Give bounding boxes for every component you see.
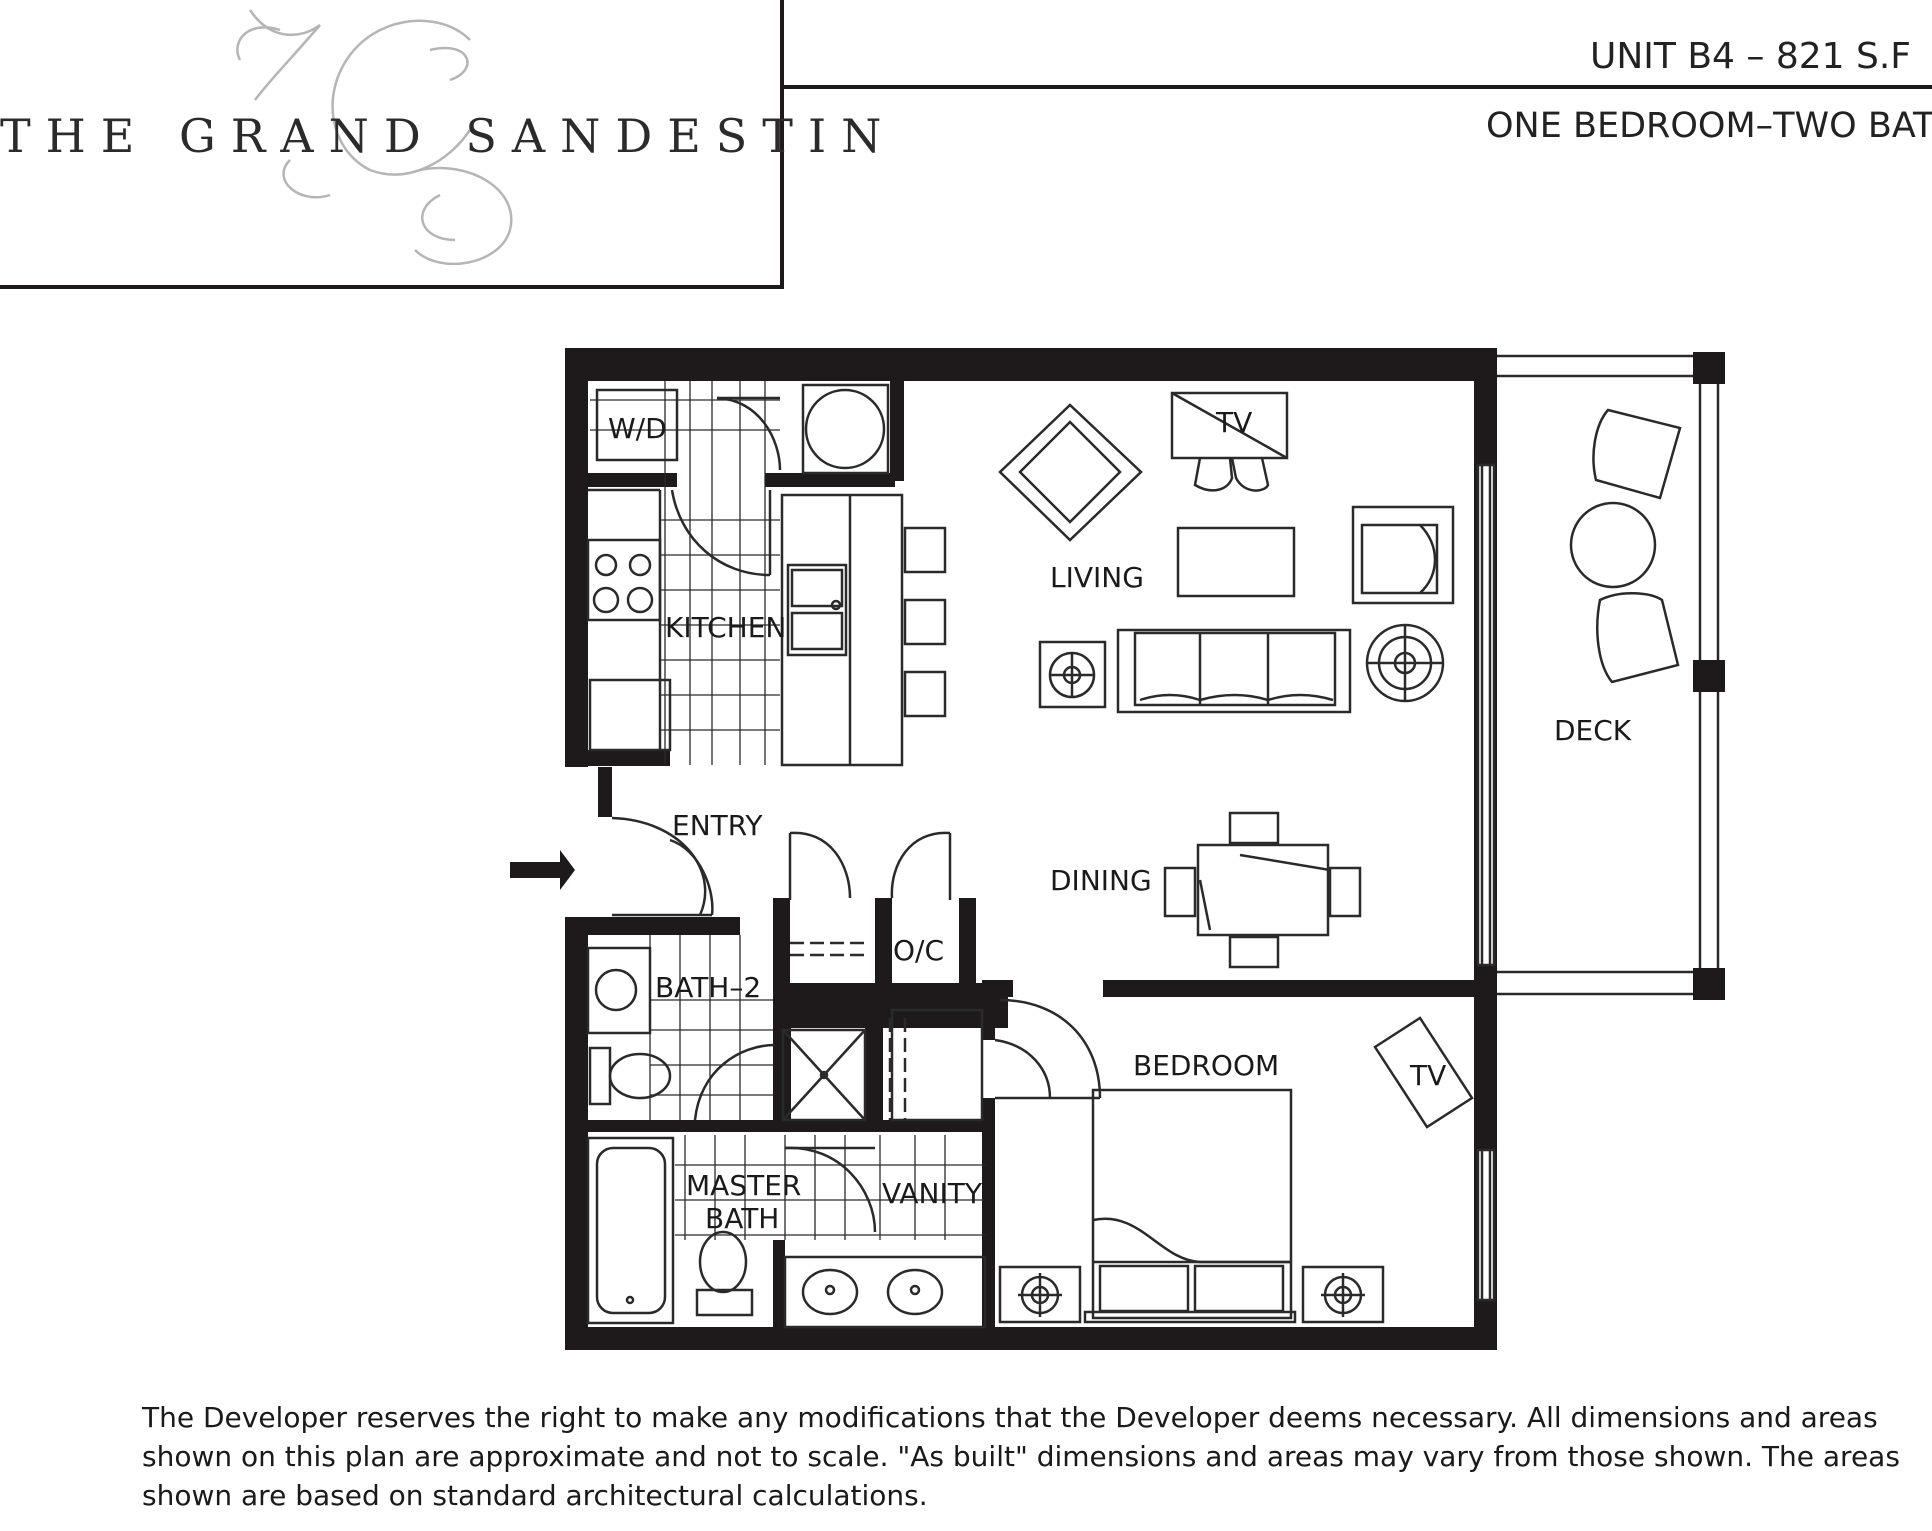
brand-name: THE GRAND SANDESTIN: [0, 109, 896, 163]
oc-label: O/C: [893, 934, 944, 967]
master-bath-label-line2: BATH: [705, 1202, 779, 1235]
header: [0, 0, 1932, 289]
walls: [565, 348, 1725, 1350]
unit-type: ONE BEDROOM–TWO BATH: [1486, 106, 1932, 146]
entry-label: ENTRY: [672, 809, 763, 842]
tv-living-label: TV: [1215, 406, 1252, 439]
disclaimer-line-3: shown are based on standard architectura…: [142, 1479, 928, 1512]
living-furniture: [998, 391, 1455, 969]
bedroom-furniture: [998, 1016, 1474, 1324]
kitchen-fixtures: [586, 381, 947, 767]
deck-outline: [1476, 354, 1720, 1302]
master-bath-label-line1: MASTER: [686, 1169, 801, 1202]
room-labels: W/D KITCHEN LIVING TV DECK ENTRY DINING …: [608, 406, 1632, 1235]
bedroom-label: BEDROOM: [1133, 1049, 1279, 1082]
entry-fixtures: [510, 816, 1102, 1122]
disclaimer-line-1: The Developer reserves the right to make…: [142, 1401, 1878, 1434]
bath2-label: BATH–2: [655, 971, 761, 1004]
monogram-logo: [236, 9, 513, 265]
deck-label: DECK: [1554, 714, 1632, 747]
kitchen-label: KITCHEN: [665, 611, 786, 644]
bath2-fixtures: [586, 935, 867, 1122]
disclaimer-line-2: shown on this plan are approximate and n…: [142, 1440, 1900, 1473]
disclaimer: The Developer reserves the right to make…: [142, 1398, 1902, 1515]
unit-title: UNIT B4 – 821 S.F: [1590, 36, 1911, 77]
living-label: LIVING: [1050, 561, 1144, 594]
wd-label: W/D: [608, 412, 667, 445]
dining-label: DINING: [1050, 864, 1152, 897]
vanity-label: VANITY: [882, 1177, 983, 1210]
tv-bedroom-label: TV: [1409, 1059, 1446, 1092]
master-bath-fixtures: [586, 1135, 987, 1329]
deck-chair-icon: [1569, 408, 1682, 684]
